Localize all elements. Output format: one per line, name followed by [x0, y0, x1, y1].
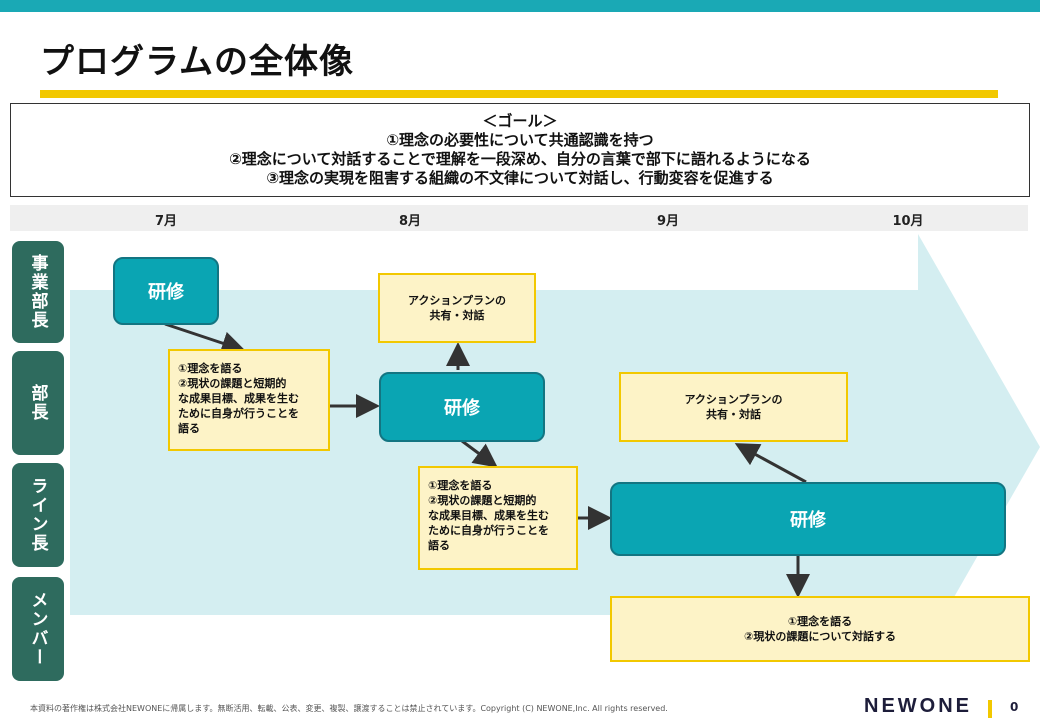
- role-label-division-head: 事業部長: [12, 241, 64, 343]
- logo-divider: [988, 700, 992, 718]
- goal-line-3: ③理念の実現を阻害する組織の不文律について対話し、行動変容を促進する: [266, 169, 774, 187]
- training-box-3: 研修: [610, 482, 1006, 556]
- copyright-notice: 本資料の著作権は株式会社NEWONEに帰属します。無断活用、転載、公表、変更、複…: [30, 704, 668, 713]
- goal-line-1: ①理念の必要性について共通認識を持つ: [386, 131, 654, 149]
- page-title: プログラムの全体像: [40, 42, 354, 82]
- role-label-department-head: 部長: [12, 351, 64, 455]
- month-label-oct: 10月: [892, 214, 924, 229]
- note-box-1: ①理念を語る ②現状の課題と短期的 な成果目標、成果を生む ために自身が行うこと…: [168, 349, 330, 451]
- arrow-t2-to-n3: [461, 439, 498, 468]
- goal-line-2: ②理念について対話することで理解を一段深め、自分の言葉で部下に語れるようになる: [229, 150, 811, 168]
- training-box-2: 研修: [379, 372, 545, 442]
- training-box-1: 研修: [113, 257, 219, 325]
- page-number: 0: [1010, 700, 1019, 714]
- title-underline: [40, 90, 998, 98]
- company-logo: NEWONE: [864, 695, 972, 717]
- note-box-4: アクションプランの 共有・対話: [619, 372, 848, 442]
- month-label-sep: 9月: [656, 214, 680, 229]
- note-box-5: ①理念を語る ②現状の課題について対話する: [610, 596, 1030, 662]
- arrow-t3-to-n4: [734, 443, 807, 484]
- month-label-aug: 8月: [398, 214, 422, 229]
- role-label-line-manager: ライン長: [12, 463, 64, 567]
- timeline-bar: 7月 8月 9月 10月: [10, 205, 1028, 231]
- note-box-2: アクションプランの 共有・対話: [378, 273, 536, 343]
- role-label-member: メンバー: [12, 577, 64, 681]
- note-box-3: ①理念を語る ②現状の課題と短期的 な成果目標、成果を生む ために自身が行うこと…: [418, 466, 578, 570]
- month-label-jul: 7月: [154, 214, 178, 229]
- goal-box: ＜ゴール＞ ①理念の必要性について共通認識を持つ ②理念について対話することで理…: [10, 103, 1030, 197]
- arrow-t1-to-n1: [164, 322, 246, 355]
- top-accent-bar: [0, 0, 1040, 12]
- goal-heading: ＜ゴール＞: [482, 112, 558, 130]
